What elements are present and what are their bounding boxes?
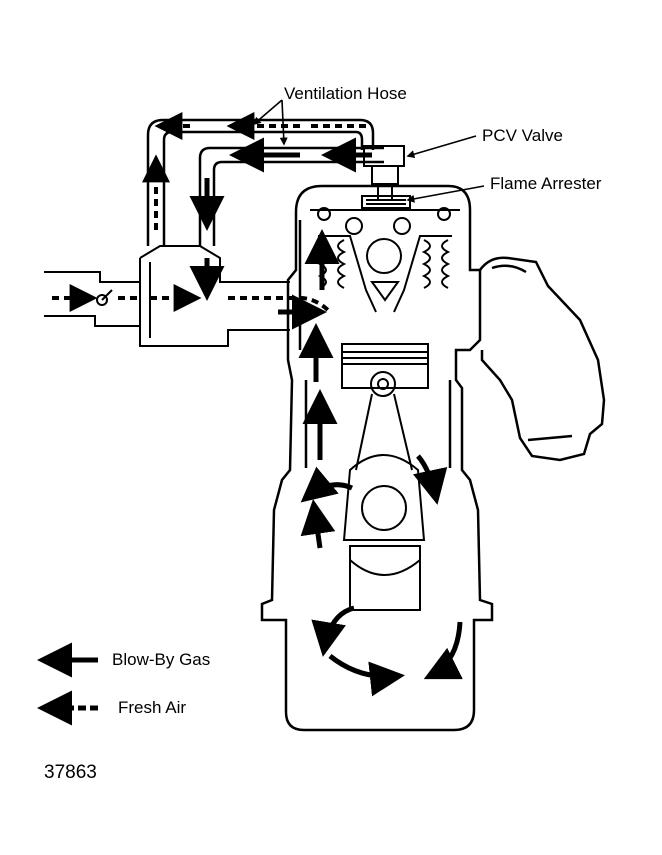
exhaust-manifold: [478, 256, 606, 462]
flame-arrester: [361, 195, 411, 209]
legend-fresh-air-label: Fresh Air: [118, 698, 187, 717]
legend-blow-by-gas-label: Blow-By Gas: [112, 650, 211, 669]
flame-arrester-label: Flame Arrester: [490, 174, 602, 193]
cylinder-head: [310, 207, 460, 313]
pcv-valve-label: PCV Valve: [482, 126, 563, 145]
figure-number: 37863: [44, 762, 97, 783]
ventilation-hoses: [146, 118, 384, 246]
piston-assembly: [341, 343, 429, 611]
callout-leaders: [252, 99, 485, 203]
blow-by-gas-flow: [189, 137, 463, 697]
ventilation-hose-label: Ventilation Hose: [284, 84, 407, 103]
